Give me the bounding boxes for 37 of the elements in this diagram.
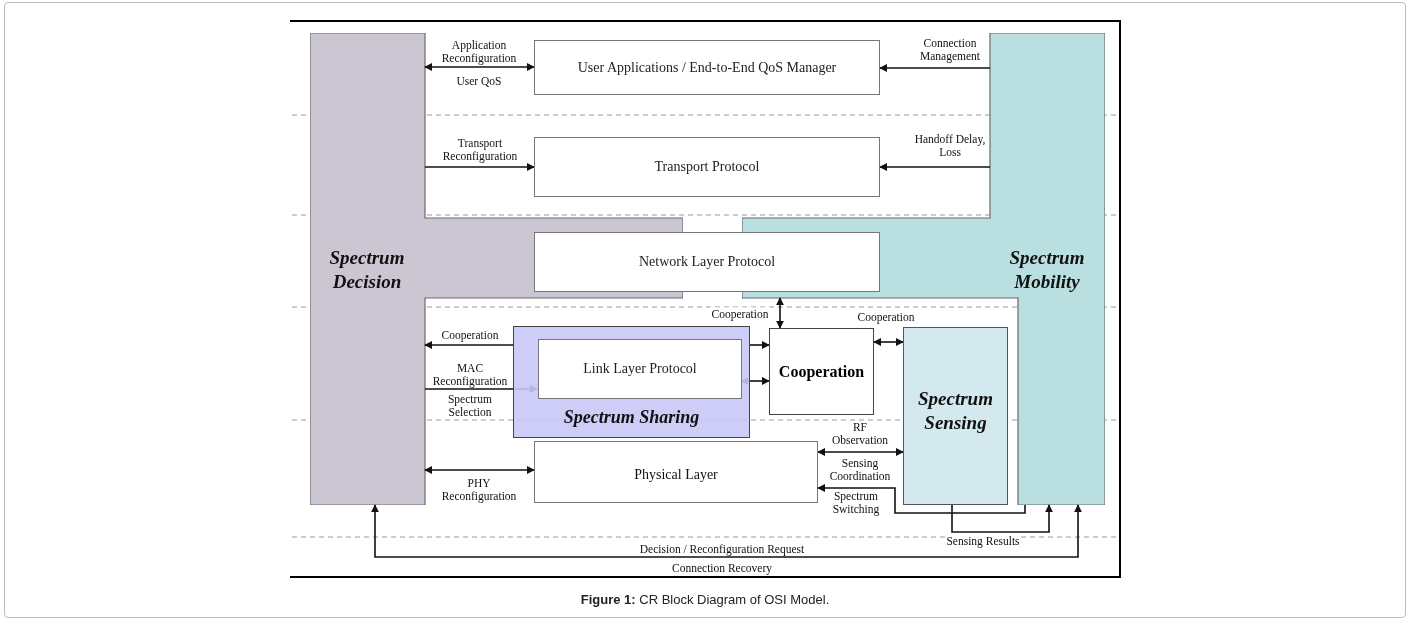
edge-label: Handoff Delay, Loss bbox=[912, 133, 988, 159]
figure-caption: Figure 1: CR Block Diagram of OSI Model. bbox=[579, 591, 831, 609]
arrow bbox=[951, 504, 1053, 533]
arrow bbox=[424, 63, 535, 71]
edge-label: Transport Reconfiguration bbox=[440, 137, 520, 163]
edge-label: Sensing Results bbox=[945, 534, 1021, 548]
signal-label: User QoS bbox=[455, 74, 503, 88]
layer-box: Physical Layer bbox=[534, 441, 818, 503]
layer-box: Link Layer Protocol bbox=[538, 339, 742, 399]
edge-label: Decision / Reconfiguration Request bbox=[638, 542, 806, 556]
function-box: Cooperation bbox=[769, 328, 874, 415]
layer-box: Transport Protocol bbox=[534, 137, 880, 197]
arrow bbox=[424, 466, 535, 474]
edge-label: MAC Reconfiguration bbox=[430, 362, 510, 388]
arrow bbox=[749, 341, 770, 349]
arrow bbox=[776, 297, 784, 329]
block-title: Spectrum Sharing bbox=[562, 406, 701, 429]
arrow bbox=[817, 448, 904, 456]
layer-box: User Applications / End-to-End QoS Manager bbox=[534, 40, 880, 95]
edge-label: Application Reconfiguration bbox=[439, 39, 519, 65]
arrow bbox=[879, 64, 991, 72]
edge-label: Cooperation bbox=[440, 328, 500, 342]
arrow bbox=[879, 163, 991, 171]
edge-label: Cooperation bbox=[710, 307, 770, 321]
layer-box: Network Layer Protocol bbox=[534, 232, 880, 292]
block-title: Spectrum Decision bbox=[328, 246, 406, 294]
function-block bbox=[513, 326, 750, 438]
arrow bbox=[817, 484, 1026, 514]
edge-label: Cooperation bbox=[856, 310, 916, 324]
block-title: Spectrum Mobility bbox=[1008, 246, 1086, 294]
arrow bbox=[424, 341, 514, 349]
arrow bbox=[371, 504, 1082, 558]
signal-label: Connection Recovery bbox=[671, 561, 773, 575]
arrow bbox=[873, 338, 904, 346]
function-block: Spectrum Sensing bbox=[903, 327, 1008, 505]
arrow bbox=[424, 163, 535, 171]
edge-label: PHY Reconfiguration bbox=[439, 477, 519, 503]
